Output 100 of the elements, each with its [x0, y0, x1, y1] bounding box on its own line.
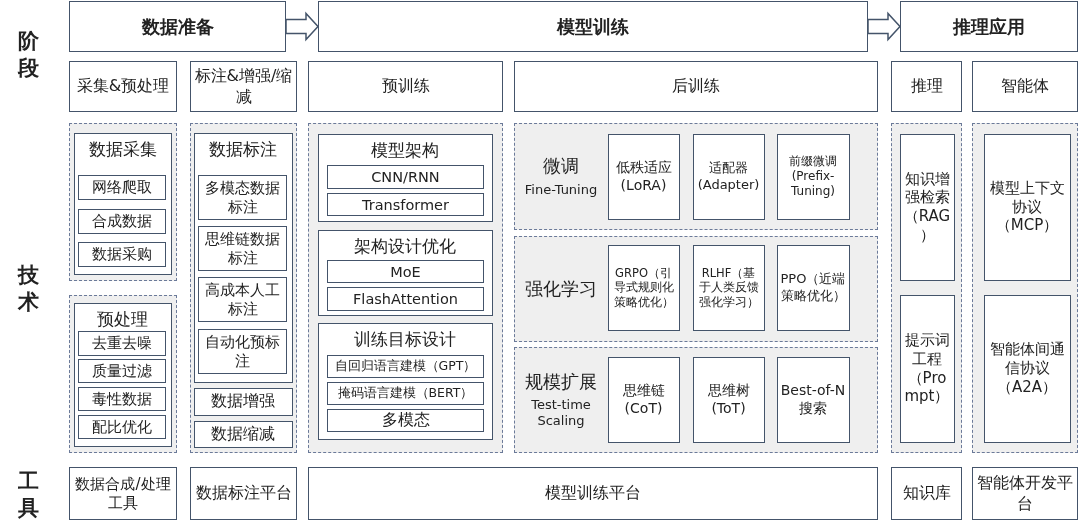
box-label: 自回归语言建模（GPT） [333, 358, 478, 375]
dashed-panel [972, 123, 1078, 453]
process-box [78, 415, 166, 439]
box-label: 模型上下文协议（MCP） [988, 178, 1066, 236]
dashed-panel [514, 347, 878, 453]
box-label: 知识库 [901, 483, 952, 504]
process-box [972, 61, 1078, 112]
section-label: 强化学习 [525, 277, 597, 301]
box-label: 模型训练平台 [544, 483, 642, 504]
box-label: 思维链(CoT) [621, 382, 666, 417]
box-label: 数据标注平台 [194, 483, 293, 504]
process-box [198, 329, 287, 374]
box-label: 数据采购 [91, 245, 153, 264]
group-box [73, 302, 172, 447]
box-label: 预训练 [380, 76, 431, 97]
dashed-panel [514, 123, 878, 230]
process-box [327, 287, 484, 311]
process-box [327, 409, 484, 432]
process-box [776, 356, 850, 443]
stage-header-box [318, 1, 868, 52]
box-label: 提示词工程（Prompt） [903, 331, 951, 406]
group-title: 数据采集 [87, 137, 158, 161]
process-box [327, 193, 484, 216]
row-label: 工具 [16, 468, 40, 523]
process-box [607, 244, 680, 331]
box-label: 推理 [909, 76, 944, 97]
process-box [891, 61, 962, 112]
box-label: 多模态 [380, 410, 431, 431]
box-label: 数据增强 [210, 391, 276, 412]
box-label: 高成本人工标注 [204, 280, 281, 319]
box-label: MoE [389, 263, 422, 280]
group-title: 预处理 [96, 307, 149, 331]
group-box [317, 322, 493, 440]
group-box [73, 132, 172, 275]
process-box [983, 294, 1071, 443]
box-label: Best-of-N搜索 [779, 382, 847, 417]
process-box [198, 277, 287, 322]
box-label: 思维树(ToT) [706, 382, 751, 417]
process-box [692, 356, 765, 443]
process-box [891, 467, 962, 520]
box-label: 低秩适应(LoRA) [614, 159, 673, 194]
dashed-panel [190, 123, 297, 453]
row-label: 技术 [16, 262, 40, 317]
stage-title: 模型训练 [555, 14, 630, 39]
process-box [78, 359, 166, 383]
process-box [69, 467, 177, 520]
box-label: 毒性数据 [91, 389, 153, 409]
box-label: 去重去噪 [91, 334, 153, 353]
section-label: Test-time Scaling [530, 397, 592, 430]
process-box [198, 226, 287, 271]
dashed-panel [69, 295, 177, 453]
process-box [193, 420, 293, 448]
box-label: 后训练 [671, 76, 721, 97]
box-label: 合成数据 [91, 212, 153, 231]
group-title: 数据标注 [208, 137, 278, 161]
process-box [327, 165, 484, 189]
process-box [776, 244, 850, 331]
group-title: 架构设计优化 [353, 234, 457, 258]
process-box [327, 260, 484, 283]
process-box [308, 61, 503, 112]
stage-title: 推理应用 [952, 14, 1026, 39]
process-box [308, 467, 878, 520]
process-box [899, 294, 955, 443]
process-box [327, 382, 484, 405]
box-label: 思维链数据标注 [204, 229, 281, 268]
box-label: 适配器(Adapter) [696, 160, 761, 193]
dashed-panel [308, 123, 503, 453]
process-box [692, 133, 765, 220]
group-box [317, 229, 493, 316]
box-label: 数据缩减 [210, 423, 276, 445]
box-label: GRPO（引导式规则化策略优化） [612, 265, 675, 310]
box-label: 网络爬取 [91, 178, 153, 197]
group-title: 模型架构 [370, 138, 440, 162]
box-label: 知识增强检索（RAG） [902, 169, 952, 245]
box-label: PPO（近端策略优化） [779, 271, 847, 304]
process-box [692, 244, 765, 331]
box-label: 数据合成/处理工具 [74, 474, 172, 513]
process-box [78, 175, 166, 200]
box-label: 掩码语言建模（BERT） [336, 385, 475, 402]
box-label: Transformer [361, 196, 450, 213]
process-box [193, 387, 293, 416]
section-label: 规模扩展 [525, 370, 597, 393]
stage-title: 数据准备 [140, 14, 215, 39]
section-label: Fine-Tuning [524, 181, 598, 198]
box-label: FlashAttention [352, 291, 459, 307]
process-box [78, 331, 166, 356]
process-box [607, 356, 680, 443]
box-label: 配比优化 [91, 417, 153, 437]
dashed-panel [69, 123, 177, 281]
dashed-panel [514, 236, 878, 342]
section-label: 微调 [543, 155, 579, 178]
process-box [69, 61, 177, 112]
process-box [78, 209, 166, 234]
block-arrow [867, 11, 902, 42]
group-box [193, 132, 293, 383]
group-title: 训练目标设计 [353, 327, 457, 351]
box-label: 多模态数据标注 [204, 178, 281, 217]
stage-header-box [69, 1, 286, 52]
row-label: 阶段 [16, 28, 40, 83]
stage-header-box [900, 1, 1078, 52]
